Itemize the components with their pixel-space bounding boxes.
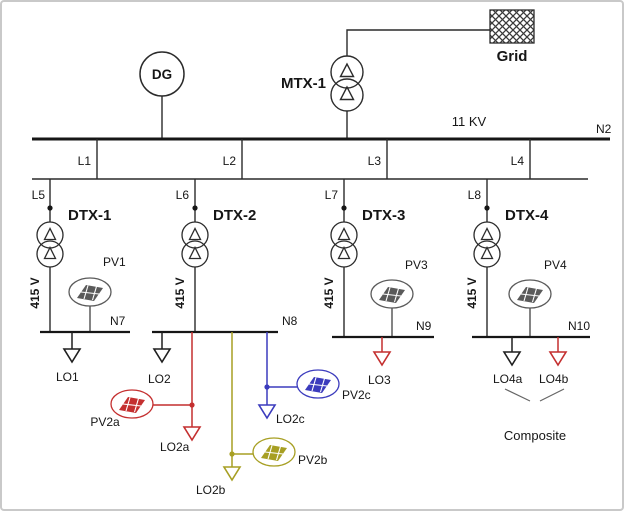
pv2c-label: PV2c (342, 388, 371, 402)
lo2a-label: LO2a (160, 440, 190, 454)
grid-connection-wire (346, 29, 490, 56)
pv3-unit (370, 279, 414, 337)
lo3-load (373, 337, 391, 366)
lo2-label: LO2 (148, 372, 171, 386)
lo3-arrow-icon (373, 351, 391, 366)
pv3-icon (370, 279, 414, 309)
link-l3-label: L3 (368, 154, 382, 168)
dtx1-label: DTX-1 (68, 207, 111, 224)
feeder-l8-junction-dot (484, 205, 490, 211)
dtx3-label: DTX-3 (362, 207, 405, 224)
lo2b-pv2b-branch (223, 332, 296, 481)
dtx1-lv-voltage-label: 415 V (28, 277, 42, 308)
pv4-label: PV4 (544, 258, 567, 272)
lo1-arrow-icon (63, 348, 81, 363)
composite-bracket (504, 388, 565, 402)
n8-label: N8 (282, 314, 298, 328)
dtx3-transformer-icon (330, 221, 358, 268)
lo3-label: LO3 (368, 373, 391, 387)
grid-symbol (489, 9, 535, 44)
link-l1-label: L1 (78, 154, 92, 168)
n9-label: N9 (416, 319, 432, 333)
dtx4-lv-voltage-label: 415 V (465, 277, 479, 308)
pv2c-icon (296, 369, 340, 399)
lo2-arrow-icon (153, 348, 171, 363)
grid-label: Grid (497, 48, 528, 65)
mtx-transformer-icon (330, 55, 364, 112)
dtx2-lv-voltage-label: 415 V (173, 277, 187, 308)
n10-label: N10 (568, 319, 590, 333)
pv1-unit (68, 277, 112, 332)
lo1-load (63, 332, 81, 363)
dg-label: DG (152, 67, 172, 82)
n7-label: N7 (110, 314, 126, 328)
lo4a-load (503, 337, 521, 366)
lo4b-arrow-icon (549, 351, 567, 366)
dtx3-lv-voltage-label: 415 V (322, 277, 336, 308)
feeder-l8-label: L8 (468, 188, 482, 202)
pv2b-label: PV2b (298, 453, 328, 467)
pv2b-junction-dot (229, 451, 235, 457)
feeder-l6-label: L6 (176, 188, 190, 202)
lo4a-label: LO4a (493, 372, 523, 386)
lo1-label: LO1 (56, 370, 79, 384)
feeder-l7-label: L7 (325, 188, 339, 202)
lo2a-arrow-icon (183, 426, 201, 441)
lo2c-label: LO2c (276, 412, 305, 426)
dtx2-transformer-icon (181, 221, 209, 268)
lo4b-label: LO4b (539, 372, 569, 386)
pv2b-icon (252, 437, 296, 467)
hv-bus-node-label: N2 (596, 122, 612, 136)
mtx-label: MTX-1 (281, 75, 326, 92)
pv3-label: PV3 (405, 258, 428, 272)
lo2-load (153, 332, 171, 363)
lo2b-arrow-icon (223, 466, 241, 481)
pv4-unit (508, 279, 552, 337)
lo2c-pv2c-branch (258, 332, 340, 419)
lo2c-arrow-icon (258, 404, 276, 419)
pv2a-label: PV2a (90, 415, 120, 429)
feeder-l6-junction-dot (192, 205, 198, 211)
lo2b-label: LO2b (196, 483, 226, 497)
lo2a-pv2a-branch (110, 332, 201, 441)
dtx1-transformer-icon (36, 221, 64, 268)
pv2c-junction-dot (264, 384, 270, 390)
pv2a-junction-dot (189, 402, 195, 408)
link-l2-label: L2 (223, 154, 237, 168)
dtx4-label: DTX-4 (505, 207, 549, 224)
dtx2-label: DTX-2 (213, 207, 256, 224)
feeder-l5-label: L5 (32, 188, 46, 202)
link-l4-label: L4 (511, 154, 525, 168)
lo4b-load (549, 337, 567, 366)
hv-bus-voltage-label: 11 KV (452, 114, 487, 129)
dtx4-transformer-icon (473, 221, 501, 268)
pv4-icon (508, 279, 552, 309)
composite-label: Composite (504, 428, 566, 443)
pv1-label: PV1 (103, 255, 126, 269)
feeder-l7-junction-dot (341, 205, 347, 211)
pv2a-icon (110, 389, 154, 419)
pv1-icon (68, 277, 112, 307)
lo4a-arrow-icon (503, 351, 521, 366)
feeder-l5-junction-dot (47, 205, 53, 211)
